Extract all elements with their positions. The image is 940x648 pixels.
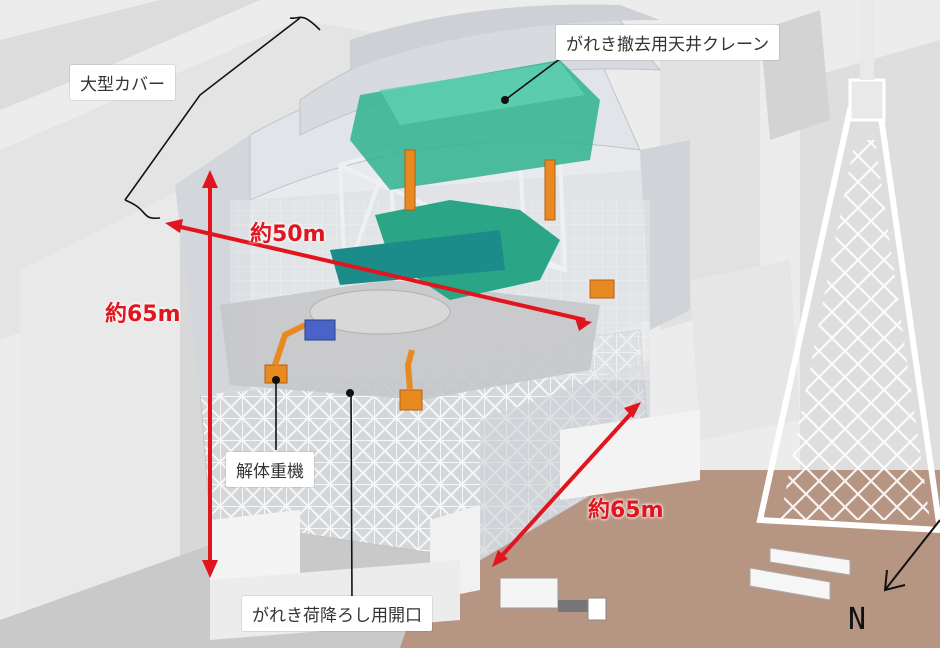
crates (749, 547, 851, 601)
machinery-label: 解体重機 (226, 452, 314, 487)
depth-dimension-label: 約65m (588, 498, 664, 523)
cover-label: 大型カバー (70, 65, 175, 100)
dimension-arrows (165, 170, 641, 578)
opening-label: がれき荷降ろし用開口 (242, 596, 432, 631)
truck (499, 577, 607, 621)
north-label: N (848, 602, 867, 637)
north-arrow-icon (883, 519, 940, 592)
blue-container (304, 319, 336, 341)
height-dimension-label: 約65m (105, 302, 181, 327)
width-dimension-label: 約50m (250, 222, 326, 247)
leader-lines (124, 16, 586, 601)
crane-label: がれき撤去用天井クレーン (556, 25, 780, 60)
demolition-machinery (264, 149, 615, 411)
lattice-tower (756, 0, 940, 534)
